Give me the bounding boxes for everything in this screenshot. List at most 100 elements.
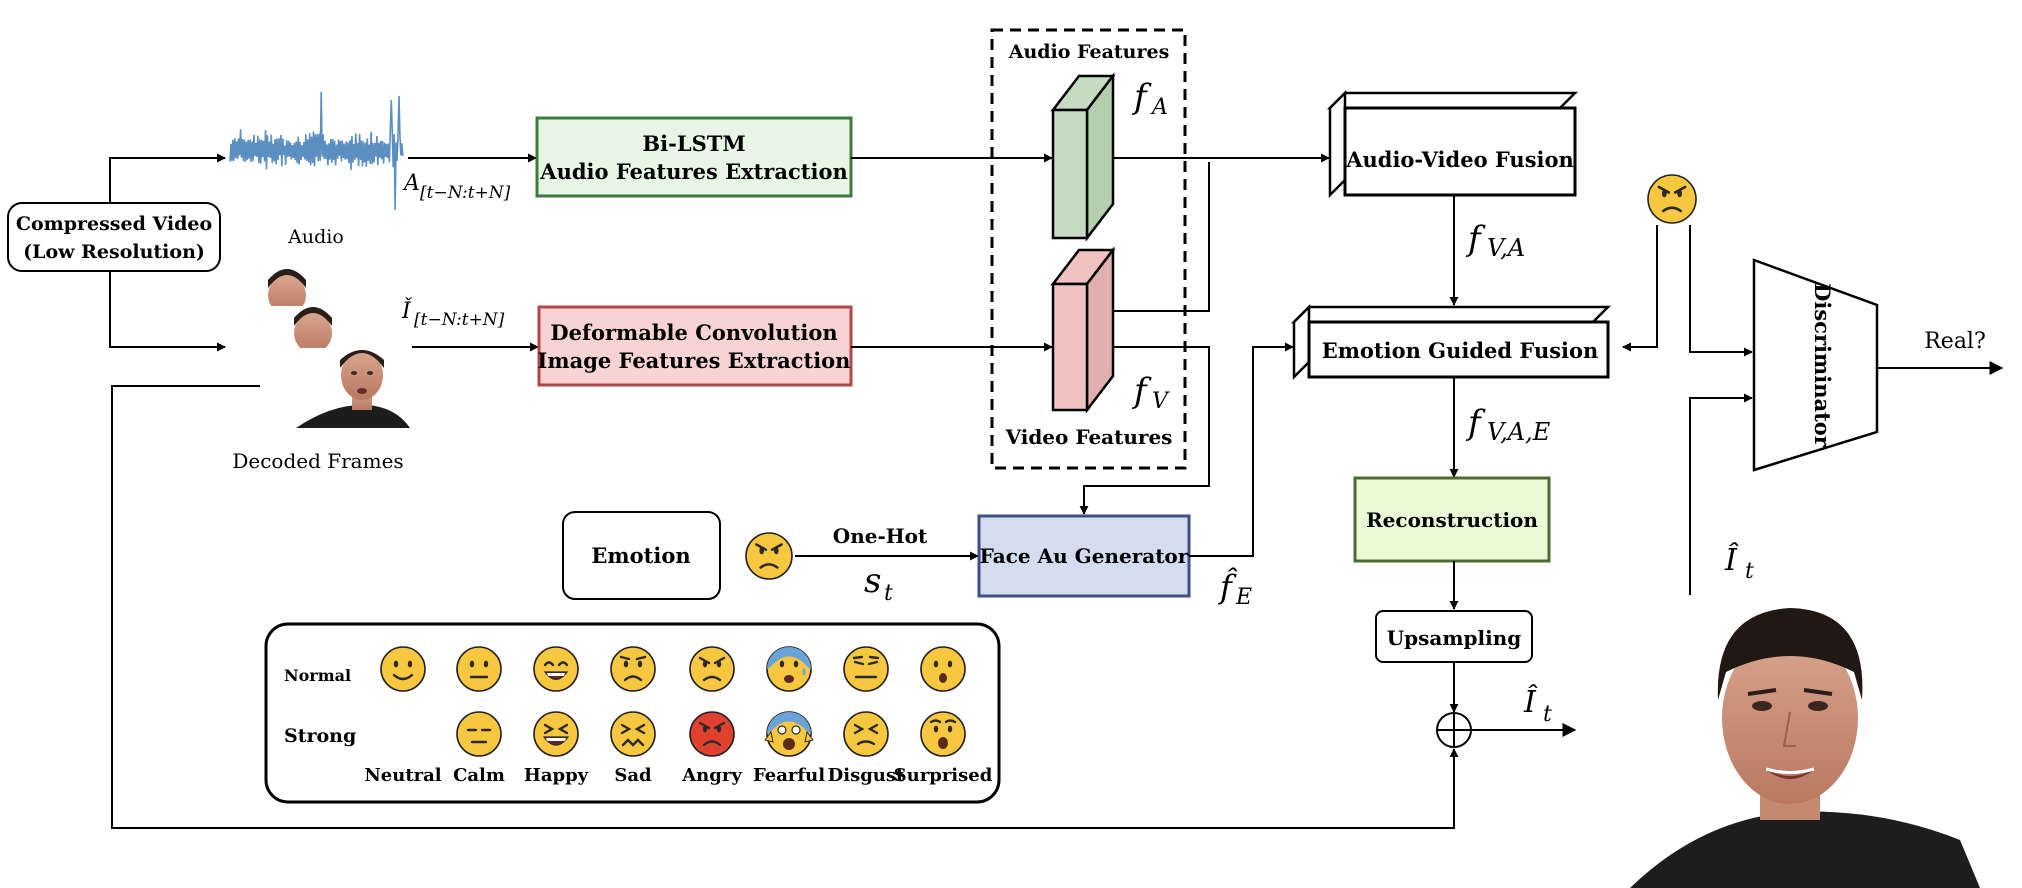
compressed-video-box: Compressed Video (Low Resolution) (7, 202, 221, 272)
disgust-strong-icon (843, 711, 889, 757)
row-normal-label: Normal (284, 666, 351, 685)
audio-sequence-label: A [t−N:t+N] (402, 171, 511, 203)
face-au-generator-block: Face Au Generator (977, 514, 1191, 598)
audio-video-fusion-block: Audio-Video Fusion (1326, 89, 1579, 199)
svg-text:t: t (1745, 559, 1754, 584)
image-sequence-label: Ǐ [t−N:t+N] (401, 297, 505, 330)
discriminator-angry-face (1647, 174, 1697, 224)
emotion-to-fusion-arrow (1622, 225, 1658, 352)
audio-features-title: Audio Features (1008, 41, 1170, 63)
sad-face-icon (610, 646, 656, 692)
emotion-box: Emotion (562, 511, 721, 600)
audio-feature-prism (1050, 72, 1116, 242)
svg-text:f: f (1465, 403, 1486, 443)
disgust-face-icon (843, 646, 889, 692)
svg-text:s: s (864, 561, 881, 601)
upsampling-label: Upsampling (1387, 626, 1522, 650)
decoded-frames-label: Decoded Frames (232, 449, 403, 473)
reconstruction-block: Reconstruction (1353, 476, 1551, 563)
upsampling-block: Upsampling (1375, 610, 1533, 663)
svg-text:t: t (1543, 702, 1552, 727)
emotion-label-fearful: Fearful (753, 765, 825, 786)
happy-face-icon (533, 646, 579, 692)
svg-text:E: E (1235, 585, 1252, 610)
happy-strong-icon (533, 711, 579, 757)
emotion-label: Emotion (591, 543, 690, 568)
decoded-frames-stack (228, 268, 412, 428)
emotion-label-neutral: Neutral (364, 765, 441, 786)
generated-to-discriminator-arrow (1689, 393, 1753, 595)
to-audio-arrow (109, 153, 226, 203)
deform-subtitle: Image Features Extraction (538, 348, 851, 373)
features-dashed-box (990, 28, 1187, 470)
calm-strong-icon (456, 711, 502, 757)
emotion-label-surprised: Surprised (894, 765, 993, 786)
discriminator-block: Discriminator (1752, 258, 1879, 472)
audio-label: Audio (287, 226, 344, 248)
emotion-guided-fusion-block: Emotion Guided Fusion (1290, 303, 1612, 381)
fVAE-label: f V,A,E (1465, 403, 1551, 446)
output-face-photo (1590, 600, 2022, 888)
emotion-normal-row (380, 646, 966, 692)
compressed-video-line2: (Low Resolution) (23, 241, 205, 263)
av-fusion-label: Audio-Video Fusion (1345, 147, 1574, 172)
svg-text:[t−N:t+N]: [t−N:t+N] (420, 183, 511, 203)
fA-label: f A (1131, 77, 1168, 120)
skip-connection-arrow (111, 385, 1459, 829)
svg-text:t: t (884, 581, 893, 606)
svg-text:f̂: f̂ (1218, 567, 1238, 606)
fearful-strong-icon (764, 711, 814, 757)
bilstm-block: Bi-LSTM Audio Features Extraction (535, 116, 853, 198)
video-feature-to-face-au-arrow (1079, 346, 1210, 515)
face-au-to-fusion-arrow (1189, 342, 1294, 557)
emotion-to-discriminator-arrow (1689, 225, 1753, 357)
angry-face-icon (689, 646, 735, 692)
emotion-label-disgust: Disgust (828, 765, 905, 786)
bilstm-subtitle: Audio Features Extraction (539, 159, 847, 184)
calm-face-icon (456, 646, 502, 692)
video-features-title: Video Features (1005, 425, 1173, 449)
fearful-face-icon (766, 646, 812, 692)
one-hot-label: One-Hot (833, 524, 928, 548)
sum-node (1436, 712, 1472, 748)
svg-text:[t−N:t+N]: [t−N:t+N] (414, 310, 505, 330)
video-feature-to-fusion-line (1113, 162, 1210, 312)
st-label: s t (864, 561, 893, 606)
frame-front (282, 348, 412, 428)
audio-waveform (229, 91, 404, 211)
video-feature-prism (1050, 246, 1116, 414)
angry-strong-icon (689, 711, 735, 757)
svg-text:f: f (1131, 371, 1152, 411)
svg-text:A: A (402, 171, 420, 196)
bilstm-title: Bi-LSTM (642, 131, 745, 156)
It-discriminator-label: Î t (1724, 542, 1754, 584)
emotion-label-happy: Happy (524, 765, 589, 786)
fVA-label: f V,A (1465, 219, 1525, 262)
compressed-video-line1: Compressed Video (16, 213, 212, 235)
fV-label: f V (1131, 371, 1170, 414)
deformable-conv-block: Deformable Convolution Image Features Ex… (537, 305, 853, 387)
svg-text:Ǐ: Ǐ (401, 297, 413, 324)
It-output-label: Î t (1523, 684, 1552, 727)
fE-label: f̂ E (1218, 567, 1252, 610)
svg-text:A: A (1150, 95, 1168, 120)
discriminator-angry-face-icon (1647, 174, 1697, 224)
face-au-label: Face Au Generator (980, 544, 1189, 568)
svg-text:V,A: V,A (1487, 234, 1525, 262)
discriminator-label: Discriminator (1810, 283, 1835, 448)
row-strong-label: Strong (284, 725, 356, 747)
surprised-face-icon (920, 646, 966, 692)
svg-text:V,A,E: V,A,E (1487, 418, 1551, 446)
emotion-strong-row (456, 711, 966, 757)
emotion-fusion-label: Emotion Guided Fusion (1322, 338, 1599, 363)
sad-strong-icon (610, 711, 656, 757)
svg-text:V: V (1152, 389, 1170, 414)
selected-angry-face-icon (745, 532, 793, 580)
svg-text:Î: Î (1523, 684, 1538, 720)
selected-angry-face (745, 532, 793, 580)
emotion-label-angry: Angry (681, 765, 742, 786)
neutral-smile-icon (380, 646, 426, 692)
